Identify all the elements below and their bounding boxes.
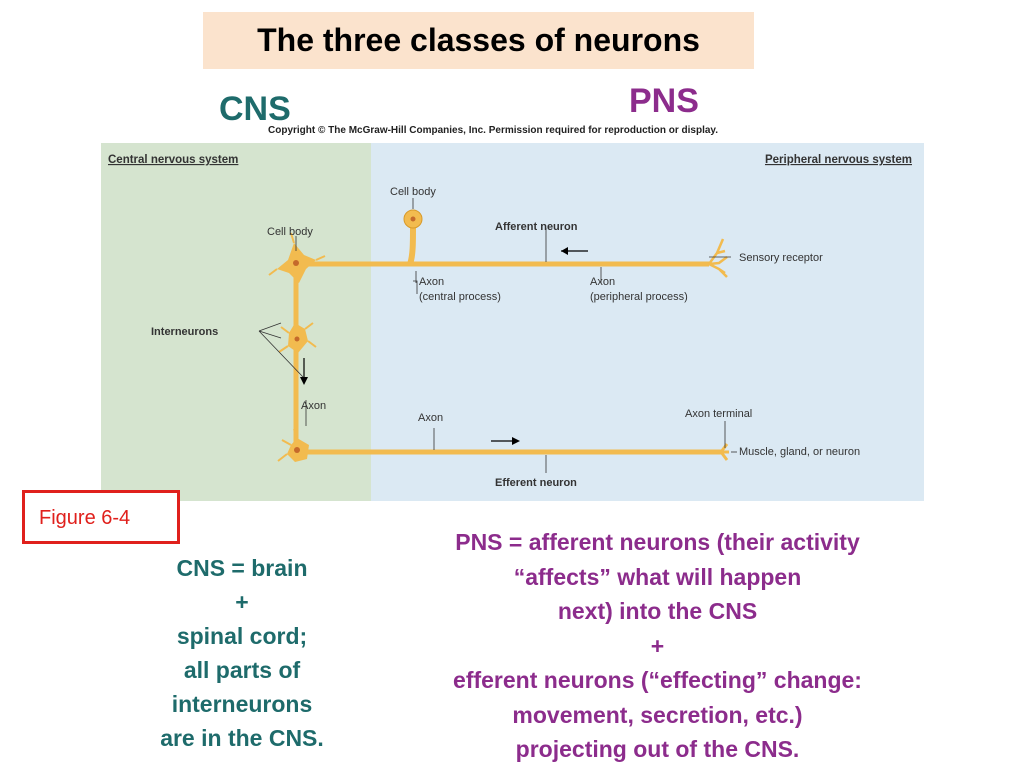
copyright-notice: Copyright © The McGraw-Hill Companies, I…: [268, 125, 719, 136]
cns-region: [101, 143, 371, 501]
afferent-neuron-label: Afferent neuron: [495, 221, 578, 233]
afferent-direction-arrow: [561, 247, 588, 255]
pns-line: +: [650, 632, 665, 659]
efferent-neuron: [306, 443, 729, 461]
axon-peripheral-label: Axon: [590, 276, 615, 288]
axon-efferent-label: Axon: [418, 412, 443, 424]
sensory-receptor-label: Sensory receptor: [739, 252, 823, 264]
cell-body-afferent-label: Cell body: [390, 186, 436, 198]
afferent-neuron: [296, 209, 728, 278]
cns-line: all parts of: [183, 657, 301, 683]
cns-line: spinal cord;: [176, 623, 308, 649]
pns-line: next) into the CNS: [557, 598, 758, 624]
axon-interneuron-label: Axon: [301, 400, 326, 412]
peripheral-process-label: (peripheral process): [590, 291, 688, 303]
axon-central-label: Axon: [419, 276, 444, 288]
cell-body-label: Cell body: [267, 226, 313, 238]
pns-line: projecting out of the CNS.: [515, 736, 800, 762]
leader-lines: [258, 198, 737, 473]
cns-description: CNS = brain + spinal cord; all parts of …: [120, 551, 364, 755]
axon-terminal-label: Axon terminal: [685, 408, 752, 420]
pns-line: “affects” what will happen: [513, 563, 802, 590]
figure-label: Figure 6-4: [39, 507, 131, 529]
interneuron-chain: [268, 232, 326, 462]
central-nervous-system-label: Central nervous system: [108, 154, 238, 166]
title-box: The three classes of neurons: [203, 12, 754, 69]
cns-line: interneurons: [171, 691, 313, 717]
pns-line: movement, secretion, etc.): [512, 701, 803, 728]
efferent-direction-arrow: [491, 437, 520, 445]
pns-description: PNS = afferent neurons (their activity “…: [390, 525, 925, 767]
pns-line: PNS = afferent neurons (their activity: [455, 529, 860, 555]
cns-line: are in the CNS.: [160, 725, 324, 751]
cns-heading: CNS: [219, 90, 291, 128]
interneuron-direction-arrow: [300, 358, 308, 385]
peripheral-nervous-system-label: Peripheral nervous system: [765, 154, 912, 166]
pns-heading: PNS: [629, 82, 699, 120]
effector-label: Muscle, gland, or neuron: [739, 446, 860, 458]
page-title: The three classes of neurons: [257, 22, 700, 58]
pns-region: [371, 143, 924, 501]
neuron-classes-figure: Central nervous system Peripheral nervou…: [101, 143, 924, 501]
interneurons-label: Interneurons: [151, 326, 218, 338]
cns-line: CNS = brain: [176, 555, 308, 581]
figure-label-box: Figure 6-4: [22, 490, 180, 544]
cns-line: +: [235, 589, 249, 615]
pns-line: efferent neurons (“effecting” change:: [453, 667, 862, 693]
central-process-label: (central process): [419, 291, 501, 303]
efferent-neuron-label: Efferent neuron: [495, 477, 577, 489]
